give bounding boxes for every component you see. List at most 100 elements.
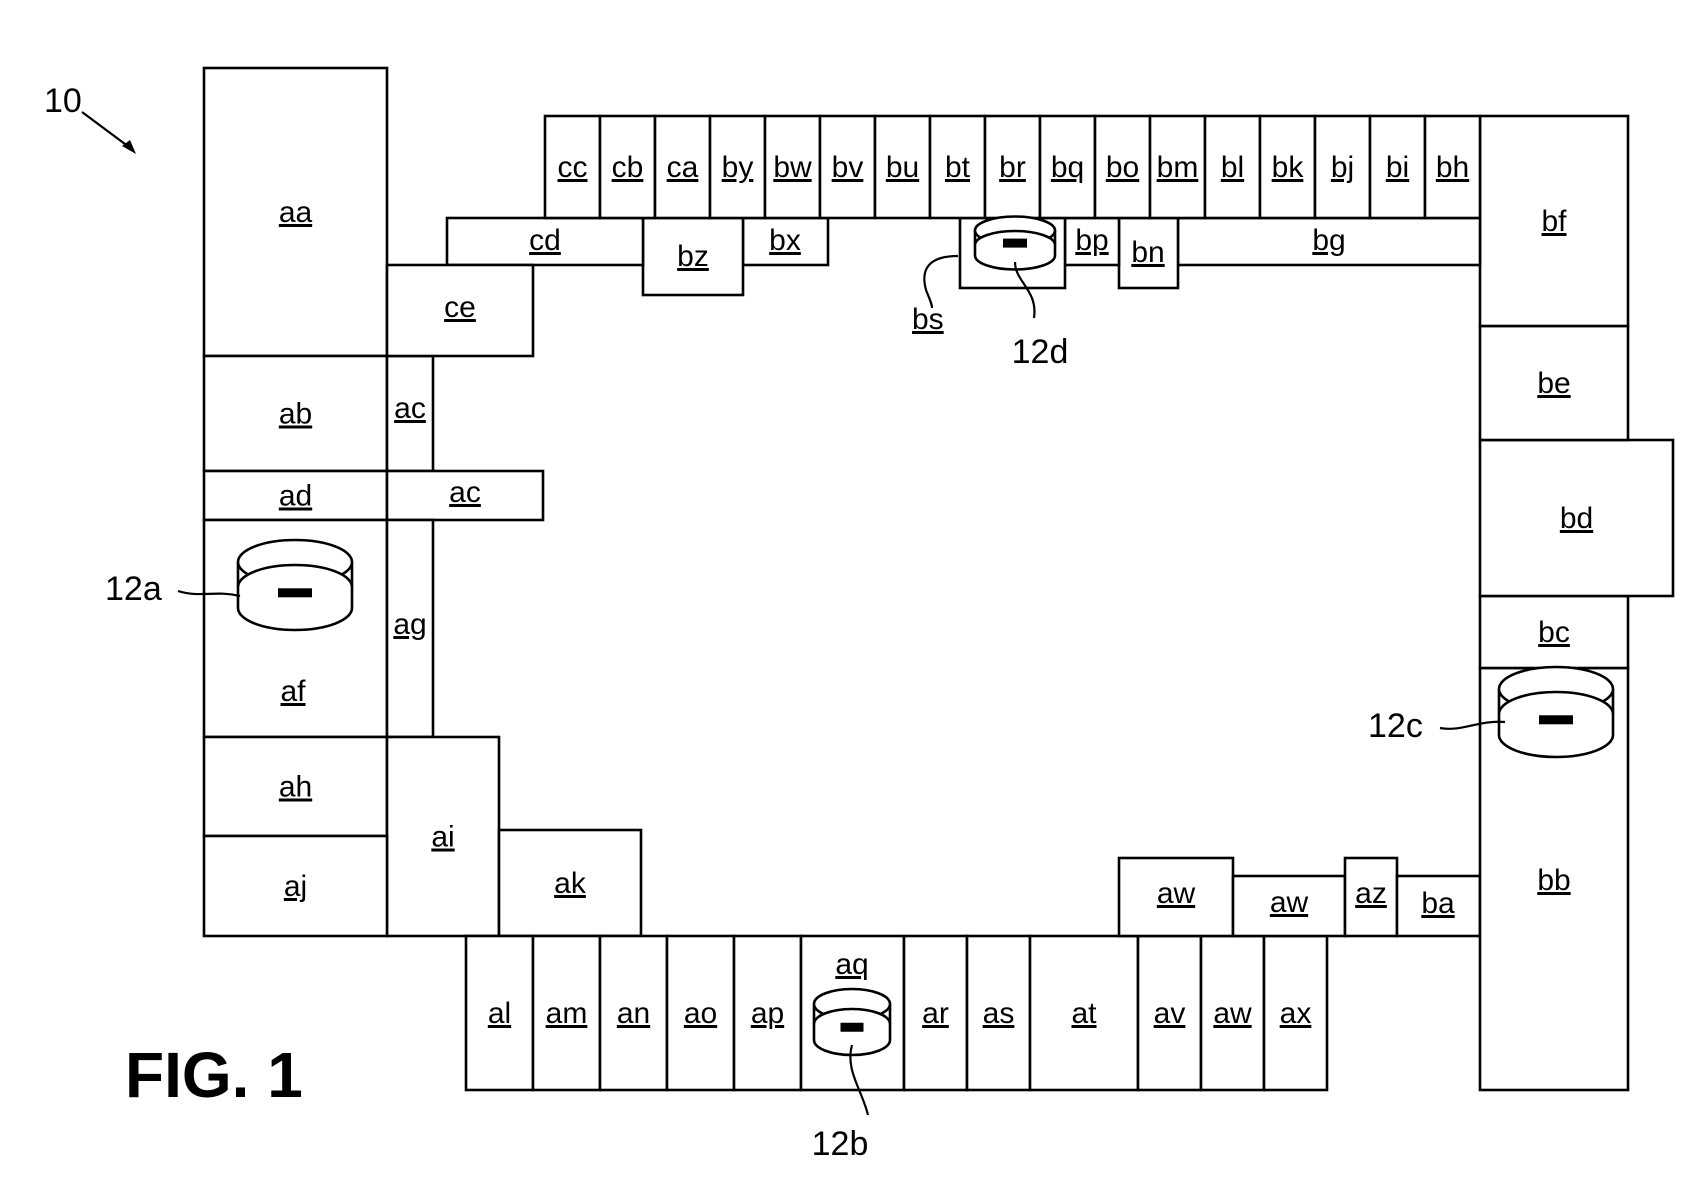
room-ac-lower: ac: [387, 471, 543, 520]
room-bo: bo: [1095, 116, 1150, 218]
room-bd: bd: [1480, 440, 1673, 596]
room-label: aw: [1157, 877, 1196, 910]
room-label: bw: [773, 151, 812, 184]
room-ar: ar: [904, 936, 967, 1090]
room-label: aw: [1213, 997, 1252, 1030]
room-aw-bottom: aw: [1201, 936, 1264, 1090]
room-av: av: [1138, 936, 1201, 1090]
room-label: cd: [529, 224, 561, 257]
room-label: bl: [1221, 151, 1244, 184]
room-label: cb: [612, 151, 644, 184]
room-bi: bi: [1370, 116, 1425, 218]
room-bx: bx: [743, 218, 828, 265]
room-bh: bh: [1425, 116, 1480, 218]
room-am: am: [533, 936, 600, 1090]
room-ad: ad: [204, 471, 387, 520]
room-bj: bj: [1315, 116, 1370, 218]
camera-lens-icon: [278, 588, 312, 597]
room-ai: ai: [387, 737, 499, 936]
room-ah: ah: [204, 737, 387, 836]
room-bf: bf: [1480, 116, 1628, 326]
room-label: ba: [1421, 887, 1455, 920]
room-bu: bu: [875, 116, 930, 218]
room-label: br: [999, 151, 1026, 184]
room-ag: ag: [387, 520, 433, 737]
room-label: ac: [449, 476, 481, 509]
room-bm: bm: [1150, 116, 1205, 218]
room-cc: cc: [545, 116, 600, 218]
callout-bs-label: bs: [912, 303, 944, 336]
room-label: ac: [394, 392, 426, 425]
room-aw-upper2: aw: [1233, 876, 1345, 936]
room-at: at: [1030, 936, 1138, 1090]
room-label: an: [617, 997, 650, 1030]
room-label: ag: [393, 608, 426, 641]
room-aa: aa: [204, 68, 387, 356]
room-label: bx: [769, 224, 801, 257]
camera-label: 12a: [105, 570, 162, 608]
room-ca: ca: [655, 116, 710, 218]
room-label: ap: [751, 997, 784, 1030]
room-label: bn: [1131, 236, 1164, 269]
room-ce: ce: [387, 265, 533, 356]
room-az: az: [1345, 858, 1397, 936]
room-label: bz: [677, 240, 709, 273]
room-label: ai: [431, 821, 454, 854]
room-label: bm: [1157, 151, 1199, 184]
room-label: aq: [835, 948, 868, 981]
room-bc: bc: [1480, 596, 1628, 668]
room-label: bv: [832, 151, 864, 184]
room-bv: bv: [820, 116, 875, 218]
room-cb: cb: [600, 116, 655, 218]
room-label: bf: [1541, 205, 1567, 238]
room-ao: ao: [667, 936, 734, 1090]
room-bn: bn: [1119, 218, 1178, 288]
room-label: ax: [1280, 997, 1312, 1030]
system-reference-label: 10: [44, 82, 82, 120]
room-as: as: [967, 936, 1030, 1090]
room-bp: bp: [1065, 218, 1119, 265]
room-label: bi: [1386, 151, 1409, 184]
room-aw-upper1: aw: [1119, 858, 1233, 936]
room-bq: bq: [1040, 116, 1095, 218]
room-ac-upper: ac: [387, 356, 433, 471]
room-label: as: [983, 997, 1015, 1030]
room-label: ad: [279, 480, 312, 513]
callout-bs-leader: [924, 256, 958, 308]
room-al: al: [466, 936, 533, 1090]
room-label: aa: [279, 196, 313, 229]
room-be: be: [1480, 326, 1628, 440]
room-label: az: [1355, 877, 1387, 910]
room-label: ca: [667, 151, 699, 184]
room-label: aj: [284, 870, 307, 903]
room-label: bo: [1106, 151, 1139, 184]
room-ab: ab: [204, 356, 387, 471]
room-label: at: [1071, 997, 1097, 1030]
room-bz: bz: [643, 218, 743, 295]
room-label: ab: [279, 398, 312, 431]
room-label: al: [488, 997, 511, 1030]
room-label: bd: [1560, 502, 1593, 535]
room-label: bh: [1436, 151, 1469, 184]
room-label: bt: [945, 151, 971, 184]
room-label: cc: [558, 151, 588, 184]
room-an: an: [600, 936, 667, 1090]
room-label: bu: [886, 151, 919, 184]
room-bw: bw: [765, 116, 820, 218]
room-label: bk: [1272, 151, 1305, 184]
room-label: ar: [922, 997, 949, 1030]
room-label: be: [1537, 367, 1570, 400]
room-bg: bg: [1178, 218, 1480, 265]
camera-label: 12b: [812, 1125, 869, 1163]
room-label: bp: [1075, 224, 1108, 257]
room-label: ce: [444, 291, 476, 324]
room-label: av: [1154, 997, 1186, 1030]
camera-12d: 12d: [975, 217, 1068, 372]
room-label: af: [280, 675, 306, 708]
room-ax: ax: [1264, 936, 1327, 1090]
camera-lens-icon: [1003, 239, 1027, 248]
room-label: by: [722, 151, 754, 184]
room-label: ah: [279, 771, 312, 804]
room-label: bq: [1051, 151, 1084, 184]
